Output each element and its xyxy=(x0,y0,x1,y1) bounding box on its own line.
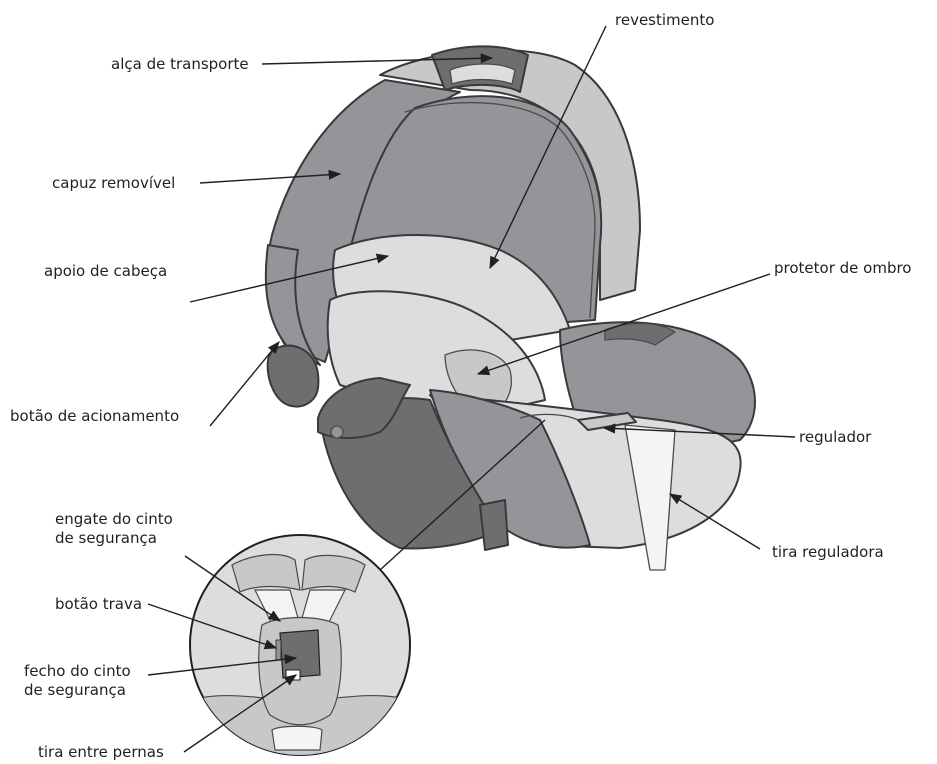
label-capuz-removivel: capuz removível xyxy=(52,174,175,192)
leader-botao-acionamento xyxy=(210,342,279,426)
label-alca-transporte: alça de transporte xyxy=(111,55,249,73)
actuation-button xyxy=(268,346,319,407)
label-apoio-cabeca: apoio de cabeça xyxy=(44,262,167,280)
label-fecho-cinto-2: de segurança xyxy=(24,681,126,699)
label-protetor-ombro: protetor de ombro xyxy=(774,259,911,277)
label-tira-reguladora: tira reguladora xyxy=(772,543,884,561)
label-tira-entre-pernas: tira entre pernas xyxy=(38,743,164,761)
label-fecho-cinto-1: fecho do cinto xyxy=(24,662,131,680)
harness-detail-inset xyxy=(190,535,410,760)
label-engate-cinto-2: de segurança xyxy=(55,529,157,547)
label-botao-acionamento: botão de acionamento xyxy=(10,407,179,425)
label-engate-cinto-1: engate do cinto xyxy=(55,510,173,528)
label-revestimento: revestimento xyxy=(615,11,714,29)
label-botao-trava: botão trava xyxy=(55,595,142,613)
car-seat-illustration xyxy=(266,46,755,570)
label-regulador: regulador xyxy=(799,428,872,446)
